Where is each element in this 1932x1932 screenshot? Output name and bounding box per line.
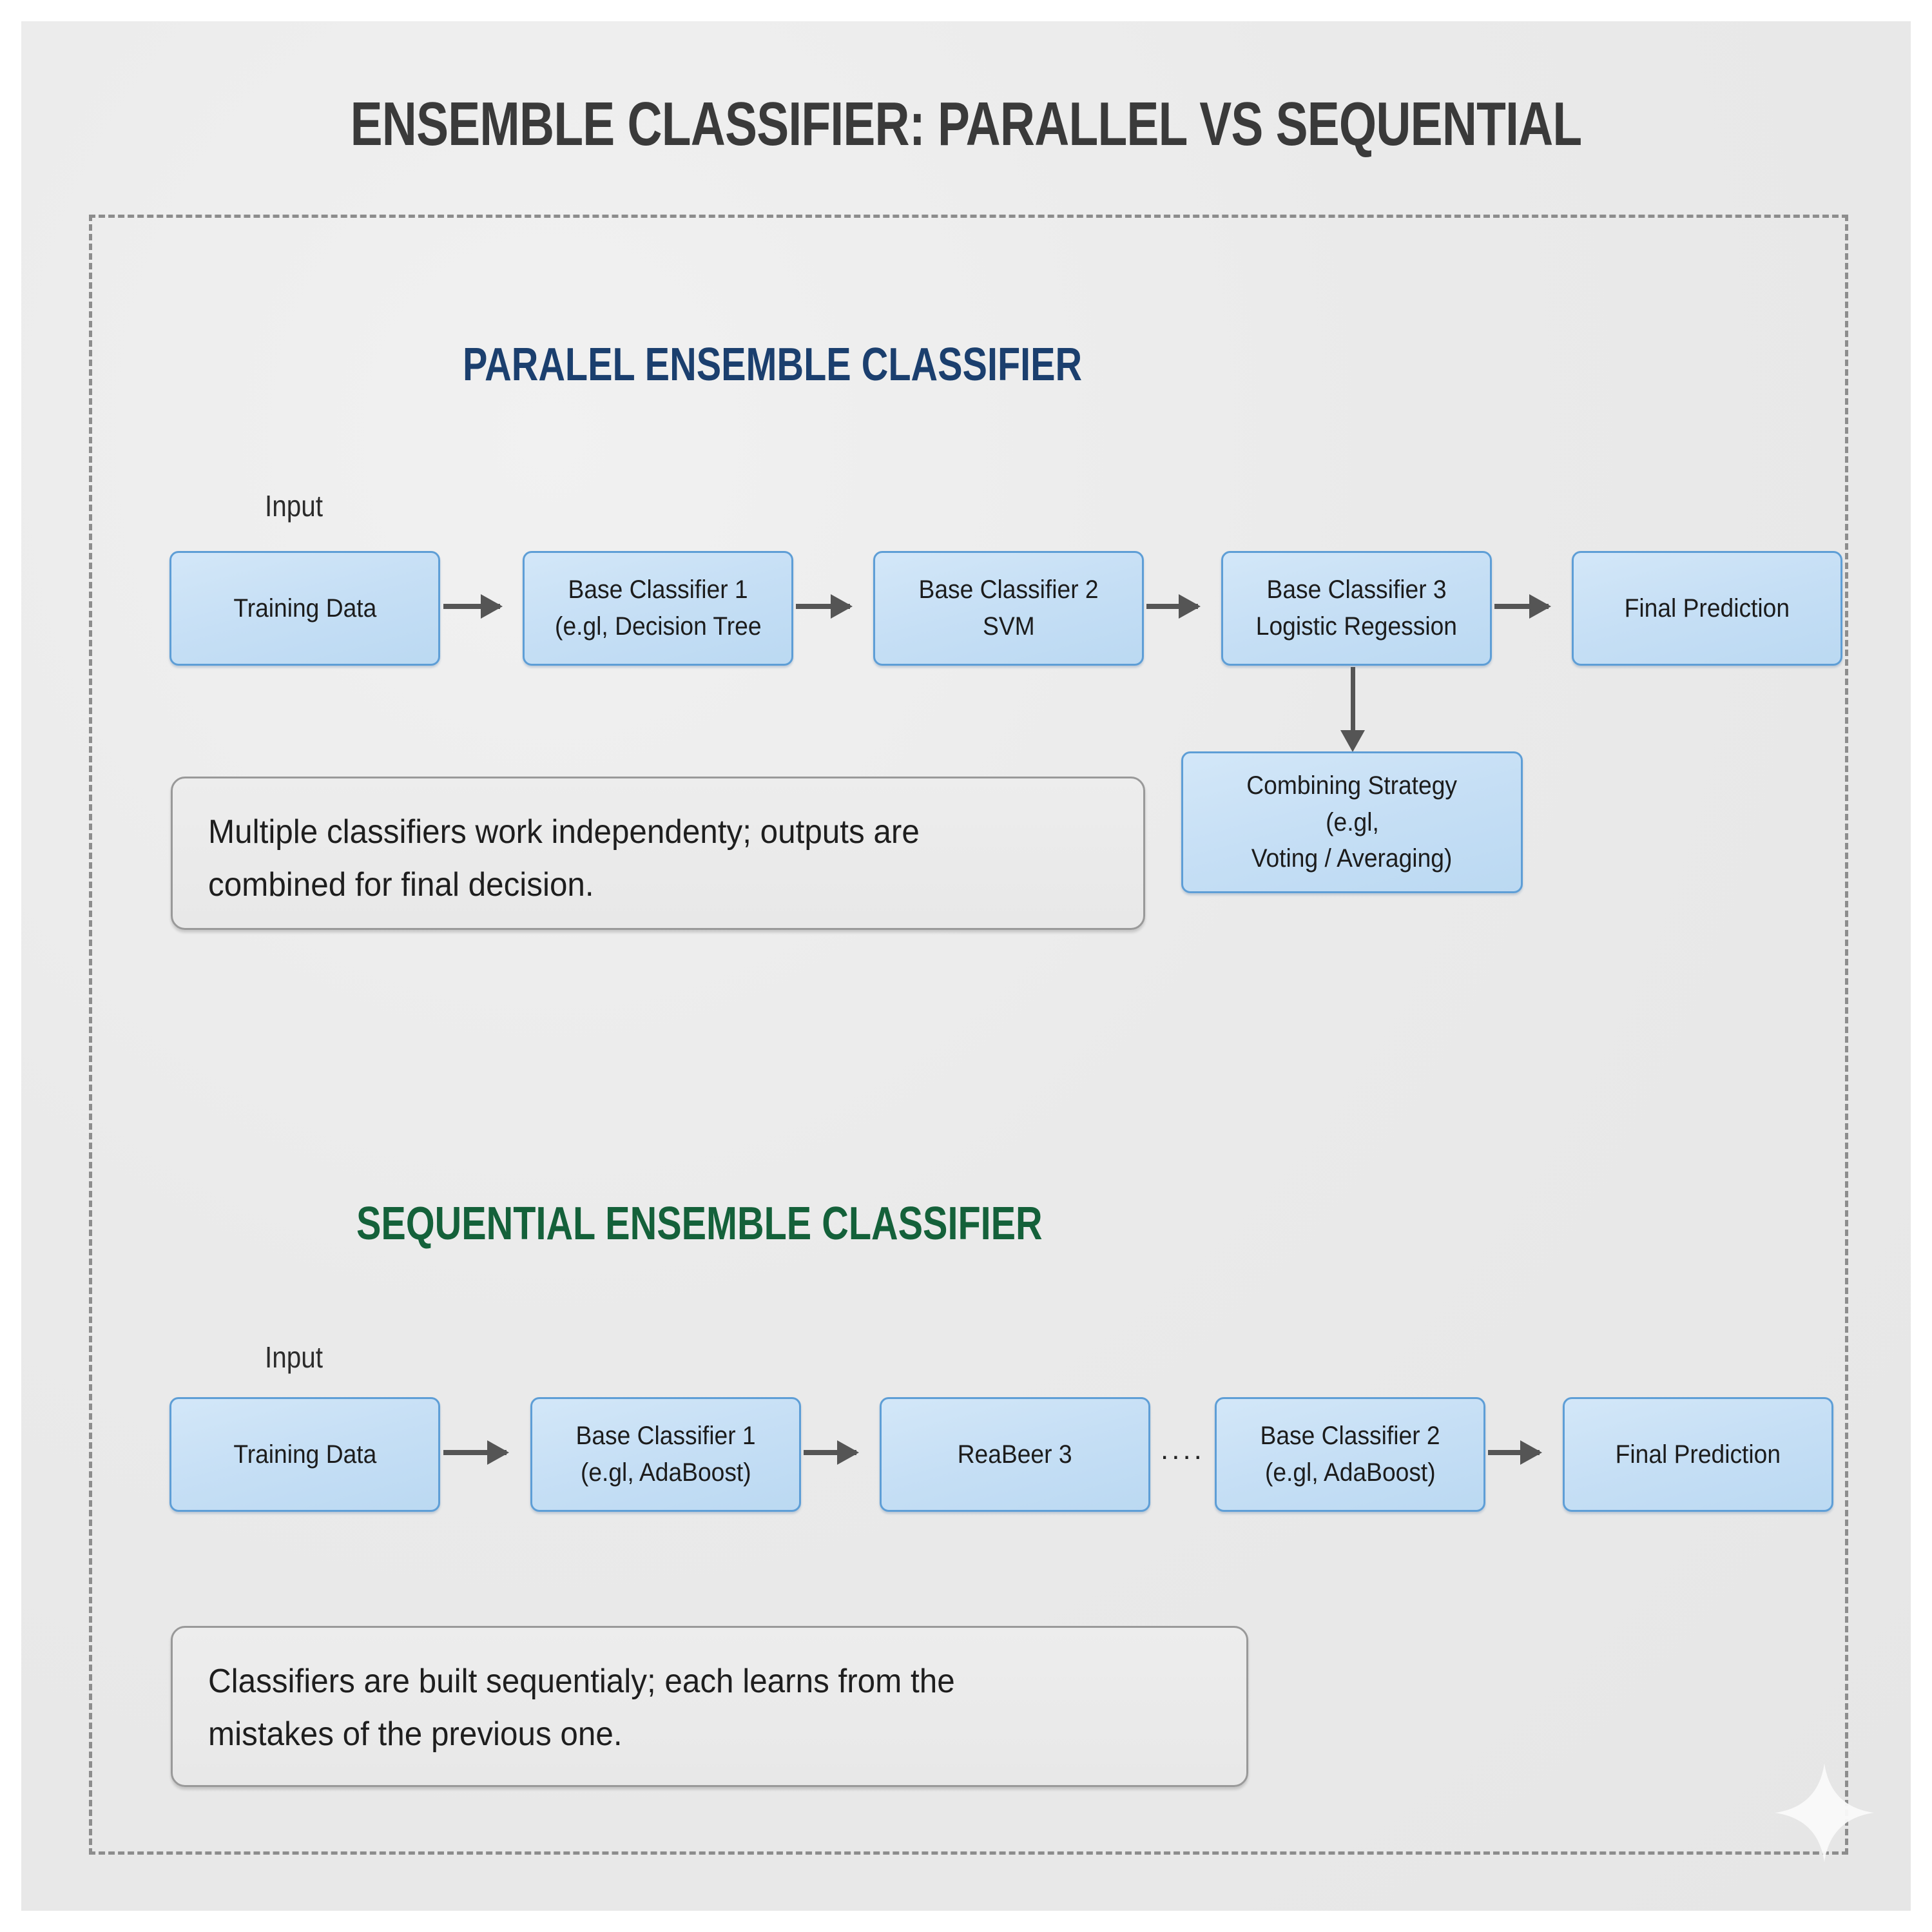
- parallel-input-label: Input: [265, 489, 324, 523]
- arrow-right-icon: [1494, 594, 1551, 619]
- box-line-1: Final Prediction: [1615, 1440, 1781, 1469]
- sequential-box-final-prediction[interactable]: Final Prediction: [1563, 1397, 1833, 1512]
- parallel-box-base-classifier-2[interactable]: Base Classifier 2 SVM: [873, 551, 1144, 666]
- parallel-box-combining-strategy[interactable]: Combining Strategy (e.gl, Voting / Avera…: [1181, 751, 1523, 893]
- arrow-right-icon: [443, 594, 503, 619]
- box-line-2: (e.gl, Decision Tree: [554, 612, 762, 641]
- note-line-1: Multiple classifiers work independenty; …: [208, 813, 920, 851]
- sequential-box-training-data[interactable]: Training Data: [169, 1397, 440, 1512]
- box-line-2: SVM: [982, 612, 1035, 641]
- box-line-3: Voting / Averaging): [1251, 844, 1453, 873]
- page-title: ENSEMBLE CLASSIFIER: PARALLEL VS SEQUENT…: [350, 90, 1582, 159]
- box-line-1: Base Classifier 1: [575, 1422, 756, 1451]
- box-line-2: (e.gl, AdaBoost): [580, 1458, 751, 1487]
- sequential-box-base-classifier-2[interactable]: Base Classifier 2 (e.gl, AdaBoost): [1215, 1397, 1485, 1512]
- parallel-section-heading: PARALEL ENSEMBLE CLASSIFIER: [463, 339, 1083, 391]
- sequential-ellipsis: ....: [1161, 1434, 1205, 1465]
- note-line-2: mistakes of the previous one.: [208, 1715, 623, 1753]
- box-line-1: ReaBeer 3: [958, 1440, 1072, 1469]
- box-line-2: (e.gl,: [1325, 807, 1379, 836]
- box-line-1: Training Data: [233, 594, 376, 623]
- arrow-right-icon: [1488, 1440, 1542, 1465]
- box-line-1: Base Classifier 3: [1266, 575, 1447, 604]
- arrow-right-icon: [443, 1440, 509, 1465]
- parallel-box-base-classifier-3[interactable]: Base Classifier 3 Logistic Regession: [1221, 551, 1492, 666]
- arrow-right-icon: [804, 1440, 859, 1465]
- dashed-frame: [89, 215, 1848, 1855]
- parallel-note-box: Multiple classifiers work independenty; …: [171, 777, 1145, 930]
- box-line-2: Logistic Regession: [1255, 612, 1458, 641]
- parallel-box-training-data[interactable]: Training Data: [169, 551, 440, 666]
- sequential-input-label: Input: [265, 1340, 324, 1374]
- box-line-1: Base Classifier 2: [918, 575, 1099, 604]
- box-line-2: (e.gl, AdaBoost): [1264, 1458, 1436, 1487]
- box-line-1: Training Data: [233, 1440, 376, 1469]
- note-line-2: combined for final decision.: [208, 866, 594, 904]
- parallel-box-final-prediction[interactable]: Final Prediction: [1572, 551, 1842, 666]
- diagram-canvas: ENSEMBLE CLASSIFIER: PARALLEL VS SEQUENT…: [21, 21, 1911, 1911]
- parallel-box-base-classifier-1[interactable]: Base Classifier 1 (e.gl, Decision Tree: [523, 551, 793, 666]
- sequential-box-reabeer-3[interactable]: ReaBeer 3: [880, 1397, 1150, 1512]
- sparkle-icon: [1775, 1763, 1874, 1862]
- arrow-right-icon: [1146, 594, 1201, 619]
- box-line-1: Base Classifier 2: [1260, 1422, 1440, 1451]
- arrow-down-icon: [1340, 667, 1365, 752]
- box-line-1: Combining Strategy: [1246, 771, 1458, 800]
- sequential-box-base-classifier-1[interactable]: Base Classifier 1 (e.gl, AdaBoost): [530, 1397, 801, 1512]
- sequential-note-box: Classifiers are built sequentialy; each …: [171, 1626, 1248, 1787]
- arrow-right-icon: [796, 594, 853, 619]
- box-line-1: Final Prediction: [1624, 594, 1790, 623]
- box-line-1: Base Classifier 1: [568, 575, 748, 604]
- sequential-section-heading: SEQUENTIAL ENSEMBLE CLASSIFIER: [356, 1198, 1043, 1250]
- note-line-1: Classifiers are built sequentialy; each …: [208, 1663, 955, 1700]
